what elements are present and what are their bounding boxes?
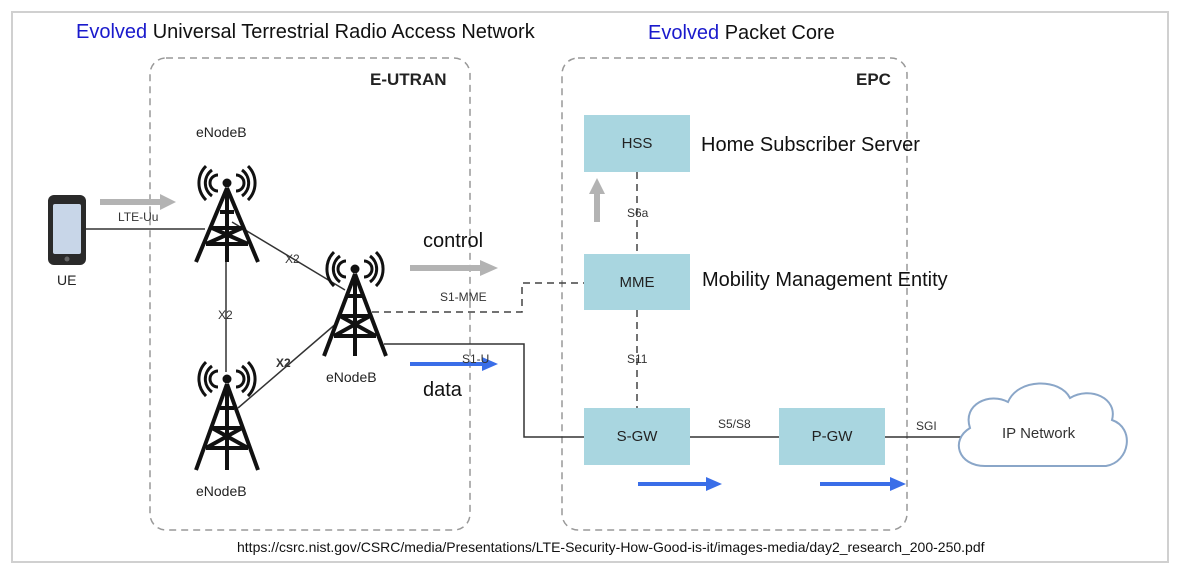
eutran-region xyxy=(149,57,471,531)
lte-uu-label: LTE-Uu xyxy=(118,210,159,224)
control-flow-label: control xyxy=(423,230,484,252)
x2-left-label: X2 xyxy=(218,308,233,322)
sgw-data-arrow xyxy=(638,477,722,491)
ue-phone-icon xyxy=(48,195,86,265)
hss-description: Home Subscriber Server xyxy=(701,134,920,156)
pgw-node: P-GW xyxy=(779,408,885,465)
pgw-data-arrow xyxy=(820,477,906,491)
enodeb-bottom-label: eNodeB xyxy=(196,483,247,499)
ip-network-label: IP Network xyxy=(1002,425,1076,442)
ue-label: UE xyxy=(57,272,77,288)
hss-up-arrow xyxy=(589,178,605,222)
hss-node: HSS xyxy=(584,115,690,172)
eutran-heading-rest: Universal Terrestrial Radio Access Netwo… xyxy=(152,21,535,43)
sgi-label: SGI xyxy=(916,419,937,433)
enodeb-tower-center xyxy=(322,250,388,357)
data-flow-arrow xyxy=(410,357,498,371)
epc-heading-rest: Packet Core xyxy=(724,22,835,44)
epc-heading-accent: Evolved xyxy=(648,22,720,44)
x2-link-top xyxy=(231,221,346,291)
x2-bottom-label: X2 xyxy=(276,356,291,370)
lte-uu-arrow xyxy=(100,194,176,210)
data-flow-label: data xyxy=(423,379,462,401)
mme-description: Mobility Management Entity xyxy=(702,269,948,291)
eutran-heading: Evolved Universal Terrestrial Radio Acce… xyxy=(76,21,535,44)
source-url-text: https://csrc.nist.gov/CSRC/media/Present… xyxy=(237,539,985,555)
s1-u-label: S1-U xyxy=(462,352,490,366)
enodeb-tower-top xyxy=(194,164,260,263)
s1-mme-link xyxy=(372,282,584,313)
x2-link-bottom xyxy=(237,321,339,409)
outer-border xyxy=(11,11,1169,563)
enodeb-center-label: eNodeB xyxy=(326,369,377,385)
epc-region xyxy=(561,57,908,531)
s6a-label: S6a xyxy=(627,206,649,220)
ip-network-cloud-icon xyxy=(958,382,1128,467)
enodeb-tower-bottom xyxy=(194,360,260,471)
s11-label: S11 xyxy=(627,352,648,366)
epc-heading: Evolved Packet Core xyxy=(648,22,835,45)
sgw-node: S-GW xyxy=(584,408,690,465)
x2-top-label: X2 xyxy=(285,252,300,266)
s5-s8-label: S5/S8 xyxy=(718,417,751,431)
s1-u-link xyxy=(384,343,584,438)
mme-node: MME xyxy=(584,254,690,310)
enodeb-top-label: eNodeB xyxy=(196,124,247,140)
eutran-region-title: E-UTRAN xyxy=(370,70,447,89)
control-flow-arrow xyxy=(410,260,498,276)
eutran-heading-accent: Evolved xyxy=(76,21,148,43)
s1-mme-label: S1-MME xyxy=(440,290,487,304)
epc-region-title: EPC xyxy=(856,70,891,89)
